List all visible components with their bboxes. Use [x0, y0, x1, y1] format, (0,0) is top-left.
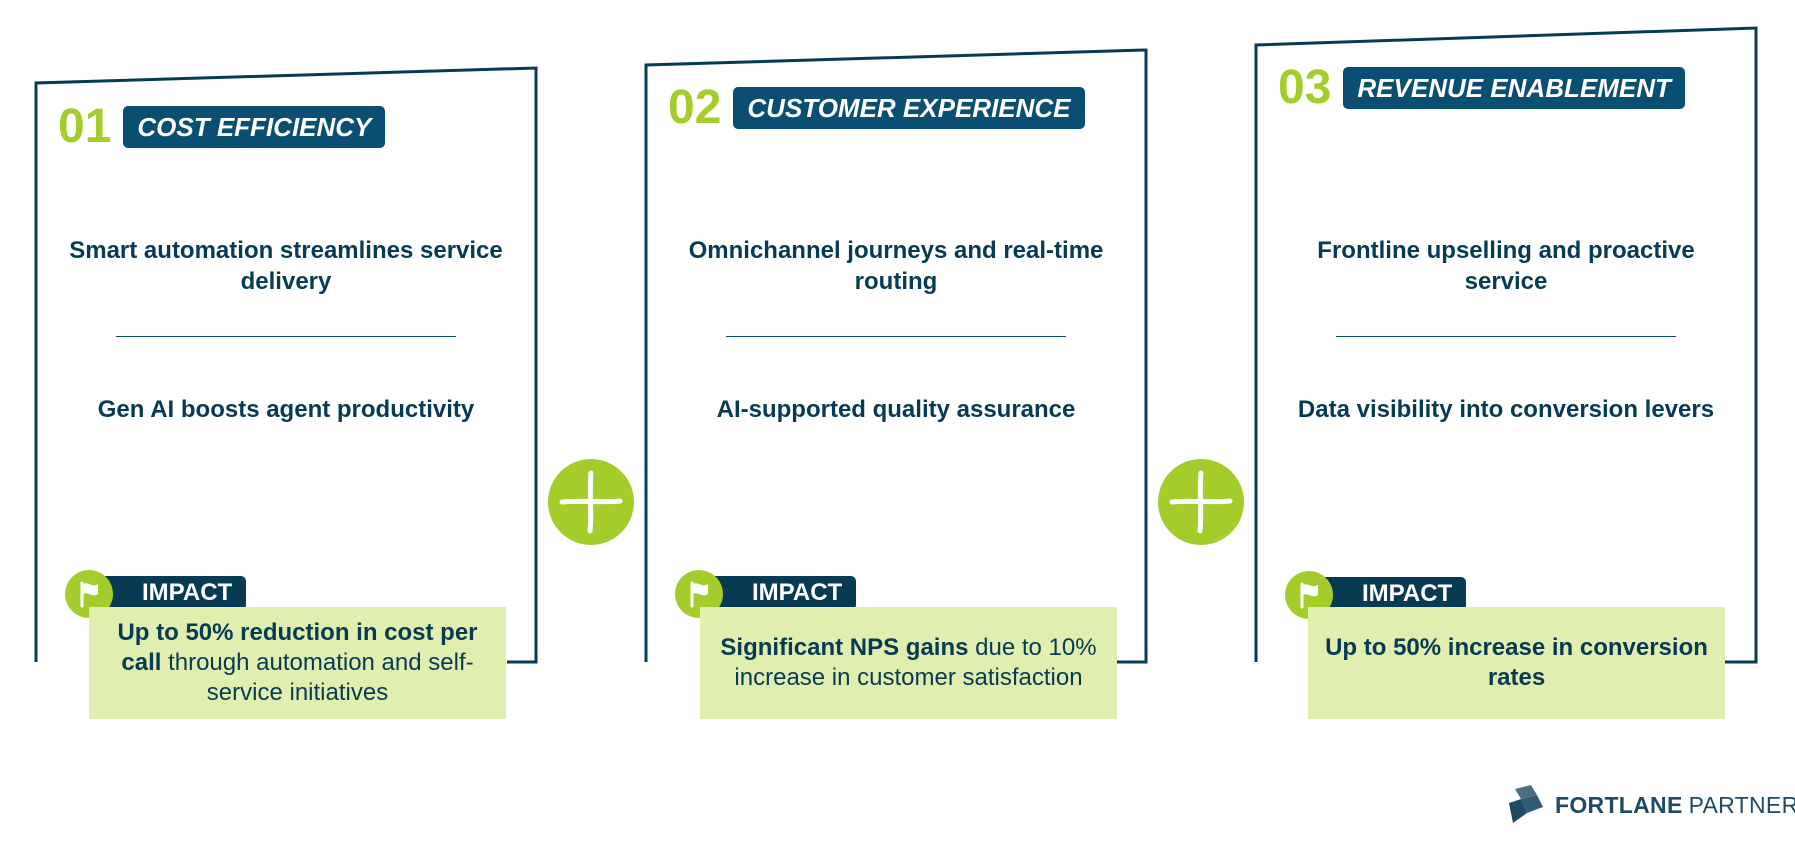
logo-brand-bold: FORTLANE [1555, 791, 1683, 818]
column-3-point-1: Frontline upselling and proactive servic… [1317, 237, 1695, 295]
column-2-point-1: Omnichannel journeys and real-time routi… [688, 237, 1104, 295]
card-frame-1 [34, 66, 538, 664]
column-1-divider [116, 336, 456, 337]
column-1-impact-bold: Up to 50% reduction in cost per call [117, 619, 478, 676]
card-frame-3 [1254, 26, 1758, 664]
column-3-header: 03 REVENUE ENABLEMENT [1278, 61, 1685, 114]
column-2-impact-bold: Significant NPS gains [720, 634, 969, 661]
fortlane-logo: FORTLANE PARTNERS [1505, 785, 1795, 825]
plus-icon [1169, 470, 1233, 534]
column-2-divider [726, 336, 1066, 337]
column-1-header: 01 COST EFFICIENCY [58, 100, 386, 153]
column-3-impact-bold: Up to 50% increase in conversion rates [1325, 634, 1708, 691]
column-3-title: REVENUE ENABLEMENT [1343, 67, 1685, 109]
column-2-title: CUSTOMER EXPERIENCE [733, 87, 1085, 129]
column-1-point-1: Smart automation streamlines service del… [69, 237, 503, 295]
column-1-impact-text: Up to 50% reduction in cost per call thr… [105, 618, 490, 708]
plus-circle-1 [548, 459, 634, 545]
flag-icon [1300, 582, 1318, 609]
column-2-point-2: AI-supported quality assurance [716, 396, 1076, 423]
column-3-point-2: Data visibility into conversion levers [1297, 396, 1715, 423]
cube-logo-icon [1509, 785, 1543, 823]
column-2-impact-text: Significant NPS gains due to 10% increas… [716, 633, 1101, 693]
column-2-header: 02 CUSTOMER EXPERIENCE [668, 81, 1085, 134]
column-2-number: 02 [668, 81, 722, 134]
column-3-divider [1336, 336, 1676, 337]
plus-icon [559, 470, 623, 534]
logo-brand-light: PARTNERS [1688, 791, 1795, 818]
flag-icon [80, 581, 98, 608]
card-frame-2 [644, 48, 1148, 664]
column-2-impact-rest: due to 10% increase in customer satisfac… [734, 634, 1097, 691]
flag-icon [690, 581, 708, 608]
column-1-title: COST EFFICIENCY [123, 106, 386, 148]
column-1-impact-box: Up to 50% reduction in cost per call thr… [89, 607, 506, 719]
column-3-number: 03 [1278, 61, 1332, 114]
plus-circle-2 [1158, 459, 1244, 545]
column-3-impact-box: Up to 50% increase in conversion rates [1308, 607, 1725, 719]
column-1-point-2: Gen AI boosts agent productivity [97, 396, 475, 423]
column-1-number: 01 [58, 100, 112, 153]
column-1-impact-rest: through automation and self-service init… [161, 649, 474, 706]
column-2-impact-box: Significant NPS gains due to 10% increas… [700, 607, 1117, 719]
column-3-impact-text: Up to 50% increase in conversion rates [1324, 633, 1709, 693]
